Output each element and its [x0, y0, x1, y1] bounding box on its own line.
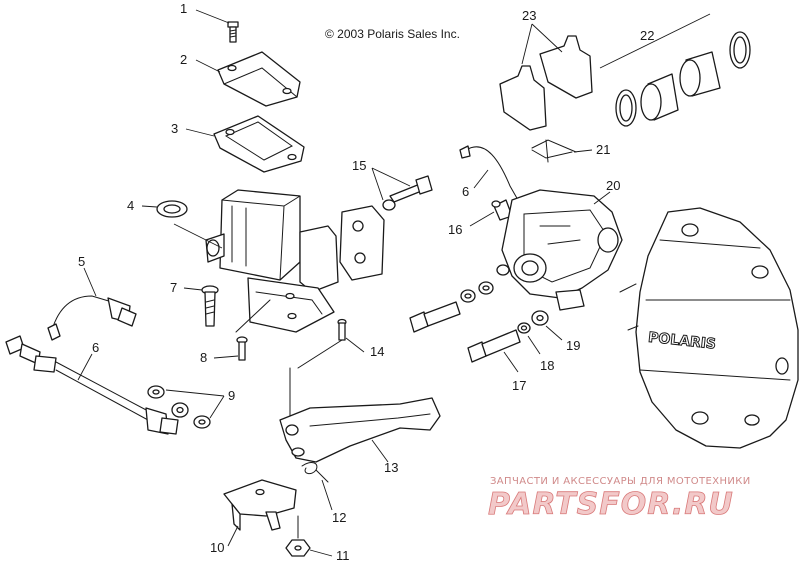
- part-6-brake-line-caliper: [459, 145, 519, 201]
- part-13-brake-lever: [279, 397, 441, 463]
- part-7-pivot-bolt: [201, 285, 219, 327]
- leader-3: [185, 128, 215, 137]
- leader-22: [599, 13, 711, 69]
- callout-4: 4: [127, 198, 134, 213]
- callout-21: 21: [596, 142, 610, 157]
- part-21-pad-clip: [531, 139, 577, 163]
- callout-22: 22: [640, 28, 654, 43]
- part-4-seal-ring: [156, 200, 188, 218]
- watermark-logo: PARTSFOR.RU: [488, 487, 734, 522]
- callout-17: 17: [512, 378, 526, 393]
- watermark-tagline: ЗАПЧАСТИ И АКСЕССУАРЫ ДЛЯ МОТОТЕХНИКИ: [490, 476, 751, 487]
- callout-18: 18: [540, 358, 554, 373]
- callout-20: 20: [606, 178, 620, 193]
- leader-14: [345, 337, 365, 353]
- leader-18: [527, 335, 541, 355]
- part-15-clamp: [339, 205, 385, 281]
- leader-6a: [77, 353, 93, 381]
- callout-16: 16: [448, 222, 462, 237]
- leader-11: [309, 549, 333, 557]
- leader-12: [321, 479, 333, 511]
- leader-5: [83, 267, 97, 297]
- leader-10: [227, 525, 239, 547]
- leader-21: [573, 149, 593, 153]
- part-19-washer: [531, 310, 549, 326]
- leader-17: [503, 351, 519, 373]
- caliper-bolt-upper: [409, 301, 461, 333]
- leader-23: [521, 23, 563, 65]
- leader-19: [545, 325, 563, 341]
- leader-4: [141, 205, 158, 208]
- leader-13: [371, 439, 389, 463]
- leader-15: [371, 167, 411, 201]
- leader-8: [213, 355, 239, 359]
- part-6-brake-line-left: [5, 335, 179, 435]
- part-16-bleeder: [491, 199, 513, 221]
- callout-6a: 6: [92, 340, 99, 355]
- part-2-reservoir-cap: [217, 51, 301, 107]
- callout-7: 7: [170, 280, 177, 295]
- master-cylinder-body: [205, 189, 339, 333]
- part-8-screw: [236, 336, 248, 361]
- chaincase-cover: POLARIS: [619, 207, 799, 449]
- leader-4-body: [173, 223, 223, 249]
- part-23-brake-pads: [499, 35, 593, 131]
- callout-12: 12: [332, 510, 346, 525]
- callout-6b: 6: [462, 184, 469, 199]
- callout-14: 14: [370, 344, 384, 359]
- callout-2: 2: [180, 52, 187, 67]
- leader-1: [195, 9, 230, 24]
- callout-11: 11: [336, 548, 350, 562]
- part-1-screw: [227, 21, 239, 43]
- callout-8: 8: [200, 350, 207, 365]
- leader-16: [469, 211, 495, 227]
- part-12-spring: [301, 462, 329, 483]
- part-20-caliper: [501, 189, 623, 311]
- leader-6b: [473, 169, 489, 189]
- leader-7: [183, 287, 203, 291]
- caliper-washers: [460, 264, 510, 303]
- callout-9: 9: [228, 388, 235, 403]
- callout-13: 13: [384, 460, 398, 475]
- callout-10: 10: [210, 540, 224, 555]
- callout-5: 5: [78, 254, 85, 269]
- part-3-diaphragm: [213, 115, 305, 173]
- part-22-pistons: [615, 31, 751, 127]
- part-10-parking-lock: [223, 479, 297, 531]
- part-14-pin: [337, 318, 347, 341]
- callout-1: 1: [180, 1, 187, 16]
- copyright-text: © 2003 Polaris Sales Inc.: [325, 27, 460, 41]
- leader-9: [165, 389, 225, 419]
- leader-20: [593, 191, 611, 205]
- leader-2: [195, 59, 221, 73]
- part-18-washer: [517, 322, 531, 334]
- part-17-bolt: [467, 329, 521, 363]
- part-5-brake-switch: [47, 295, 137, 341]
- part-15-bolt: [382, 175, 433, 211]
- part-9-washers: [147, 385, 211, 429]
- part-11-nut: [285, 515, 311, 557]
- callout-19: 19: [566, 338, 580, 353]
- callout-15: 15: [352, 158, 366, 173]
- callout-3: 3: [171, 121, 178, 136]
- callout-23: 23: [522, 8, 536, 23]
